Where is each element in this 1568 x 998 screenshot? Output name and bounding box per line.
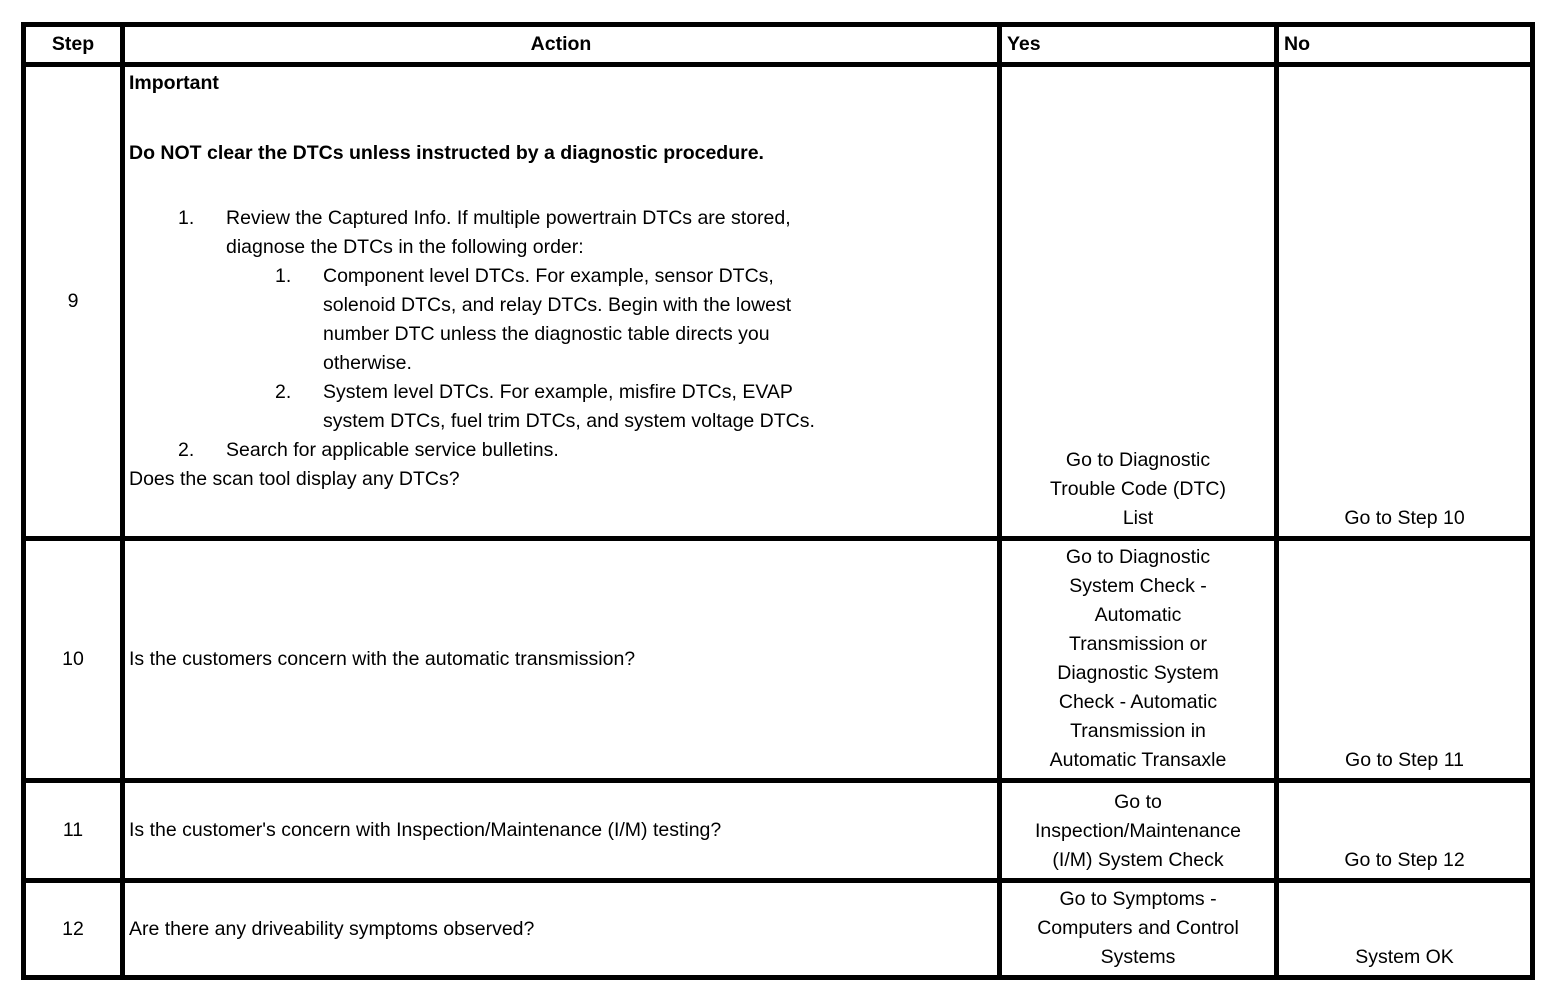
important-label: Important — [129, 72, 219, 94]
no-result-text: Go to Step 11 — [1345, 749, 1464, 771]
diagnostic-steps-table: Step Action Yes No 9 Important Do NOT cl… — [21, 22, 1535, 980]
column-header-action: Action — [120, 22, 1002, 67]
step-number: 12 — [21, 878, 125, 980]
list-item-text: Review the Captured Info. If multiple po… — [226, 207, 791, 258]
no-cell: Go to Step 11 — [1274, 536, 1535, 783]
warning-text: Do NOT clear the DTCs unless instructed … — [129, 142, 764, 164]
no-cell: Go to Step 12 — [1274, 778, 1535, 883]
step-number: 10 — [21, 536, 125, 783]
list-item: 2. Search for applicable service bulleti… — [129, 436, 991, 465]
list-item: 1. Review the Captured Info. If multiple… — [129, 204, 991, 262]
list-item-text: Component level DTCs. For example, senso… — [323, 265, 792, 374]
column-header-yes: Yes — [997, 22, 1279, 67]
list-marker: 2. — [178, 439, 195, 461]
no-result-text: Go to Step 12 — [1344, 849, 1465, 871]
action-cell: Are there any driveability symptoms obse… — [120, 878, 1002, 980]
action-cell: Is the customer's concern with Inspectio… — [120, 778, 1002, 883]
action-cell: Is the customers concern with the automa… — [120, 536, 1002, 783]
yes-cell: Go to Diagnostic Trouble Code (DTC) List — [997, 62, 1279, 541]
list-marker: 2. — [275, 381, 292, 403]
column-header-step: Step — [21, 22, 125, 67]
action-cell: Important Do NOT clear the DTCs unless i… — [120, 62, 1002, 541]
yes-result-text: Go to Diagnostic Trouble Code (DTC) List — [1050, 449, 1226, 529]
table-row-step-12: 12 Are there any driveability symptoms o… — [21, 878, 1535, 980]
table-row-step-11: 11 Is the customer's concern with Inspec… — [21, 778, 1535, 883]
no-cell: Go to Step 10 — [1274, 62, 1535, 541]
list-item: 2. System level DTCs. For example, misfi… — [129, 378, 991, 436]
table-row-step-10: 10 Is the customers concern with the aut… — [21, 536, 1535, 783]
step-question: Is the customers concern with the automa… — [129, 648, 636, 670]
yes-result-text: Go to Inspection/Maintenance (I/M) Syste… — [1035, 791, 1241, 871]
yes-cell: Go to Symptoms - Computers and Control S… — [997, 878, 1279, 980]
step-question: Does the scan tool display any DTCs? — [129, 468, 460, 490]
no-cell: System OK — [1274, 878, 1535, 980]
yes-cell: Go to Diagnostic System Check - Automati… — [997, 536, 1279, 783]
step-number: 9 — [21, 62, 125, 541]
step-question: Are there any driveability symptoms obse… — [129, 917, 535, 940]
list-item: 1. Component level DTCs. For example, se… — [129, 262, 991, 378]
yes-cell: Go to Inspection/Maintenance (I/M) Syste… — [997, 778, 1279, 883]
list-item-text: Search for applicable service bulletins. — [226, 439, 559, 461]
no-result-text: Go to Step 10 — [1344, 507, 1465, 529]
no-result-text: System OK — [1355, 946, 1454, 968]
list-item-text: System level DTCs. For example, misfire … — [323, 381, 815, 432]
step-number: 11 — [21, 778, 125, 883]
list-marker: 1. — [275, 265, 292, 287]
yes-result-text: Go to Symptoms - Computers and Control S… — [1037, 888, 1239, 968]
list-marker: 1. — [178, 207, 195, 229]
action-numbered-list: 1. Review the Captured Info. If multiple… — [129, 204, 991, 465]
table-row-step-9: 9 Important Do NOT clear the DTCs unless… — [21, 62, 1535, 541]
table-header-row: Step Action Yes No — [21, 22, 1535, 67]
yes-result-text: Go to Diagnostic System Check - Automati… — [1049, 546, 1227, 771]
step-question: Is the customer's concern with Inspectio… — [129, 819, 722, 841]
column-header-no: No — [1274, 22, 1535, 67]
